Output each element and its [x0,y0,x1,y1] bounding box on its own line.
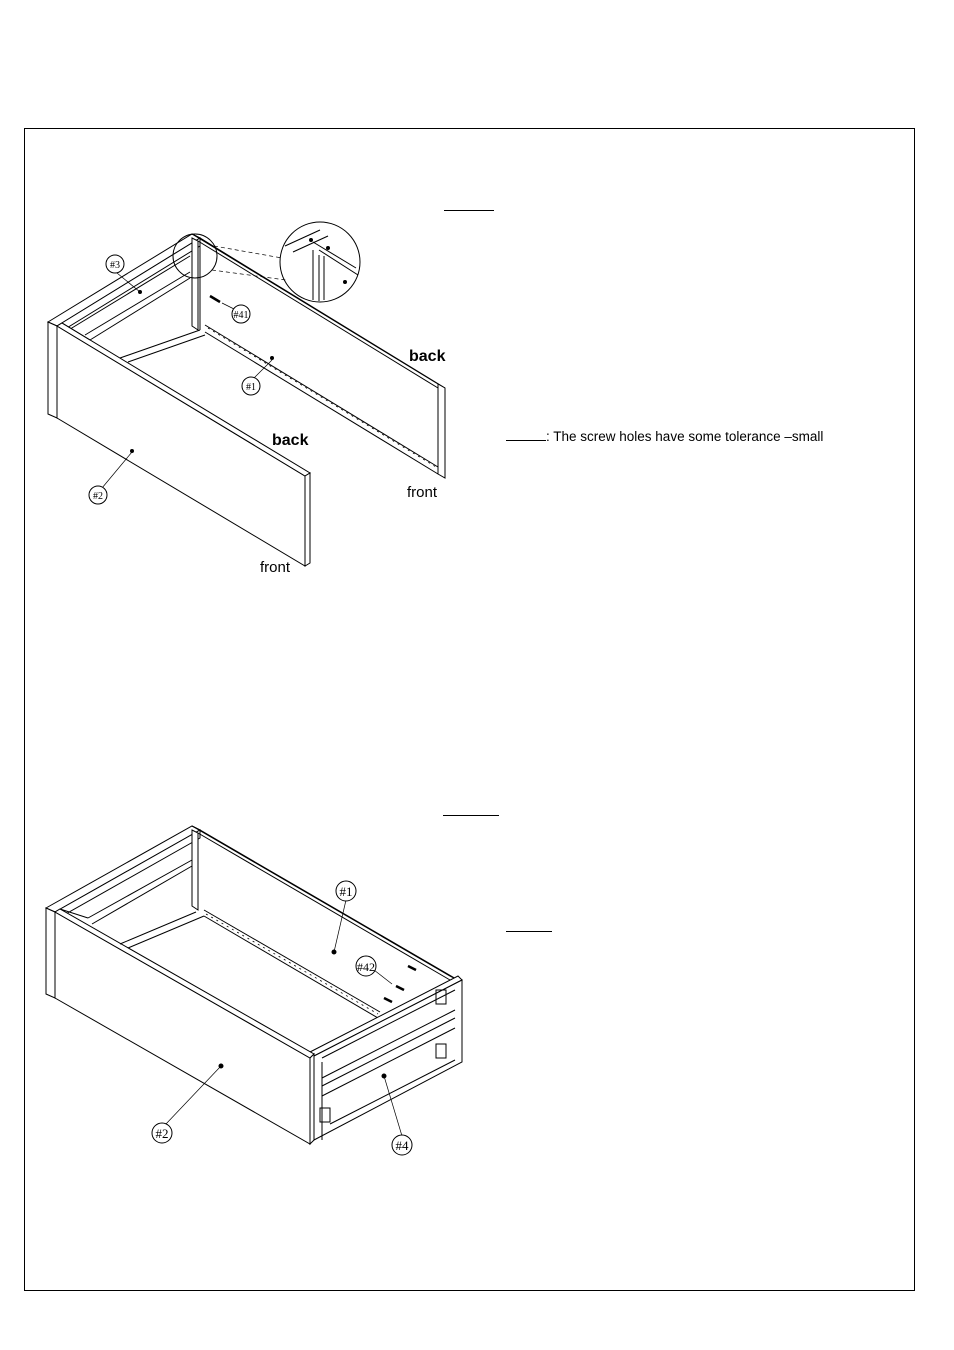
label-part2: #2 [93,491,103,502]
step2-note-underline [506,931,552,932]
label-part1b: #1 [340,884,353,899]
front-panel-2b [45,907,315,1146]
tolerance-note: : The screw holes have some tolerance –s… [506,429,823,444]
corner-detail [172,221,361,303]
label-part42: #42 [357,960,375,974]
inner-floor [119,329,206,363]
bubble-42 [355,955,377,977]
step2-title-underline [443,815,499,816]
left-side-panel [46,233,202,341]
bubble-1 [241,376,261,396]
bubble-1b [335,880,357,902]
page-frame [24,128,915,1291]
front-panel-2 [47,321,311,567]
back-panel-1 [191,233,446,479]
label-back-upper: back [409,348,446,365]
bubble-4 [391,1134,413,1156]
bubble-2b [151,1122,173,1144]
label-part3: #3 [110,260,120,271]
label-back-lower: back [272,432,309,449]
label-front-upper: front [407,484,438,501]
note-label-underline [506,429,546,441]
bubble-3 [105,254,125,274]
label-part2b: #2 [156,1126,169,1141]
label-part4: #4 [396,1138,410,1153]
bubble-41 [231,304,251,324]
screw-41 [209,294,221,304]
label-front-lower: front [260,559,291,576]
step1-title-underline [444,210,494,211]
tolerance-note-text: : The screw holes have some tolerance –s… [546,429,824,444]
label-part41: #41 [234,310,249,321]
label-part1: #1 [246,382,256,393]
bubble-2 [88,485,108,505]
